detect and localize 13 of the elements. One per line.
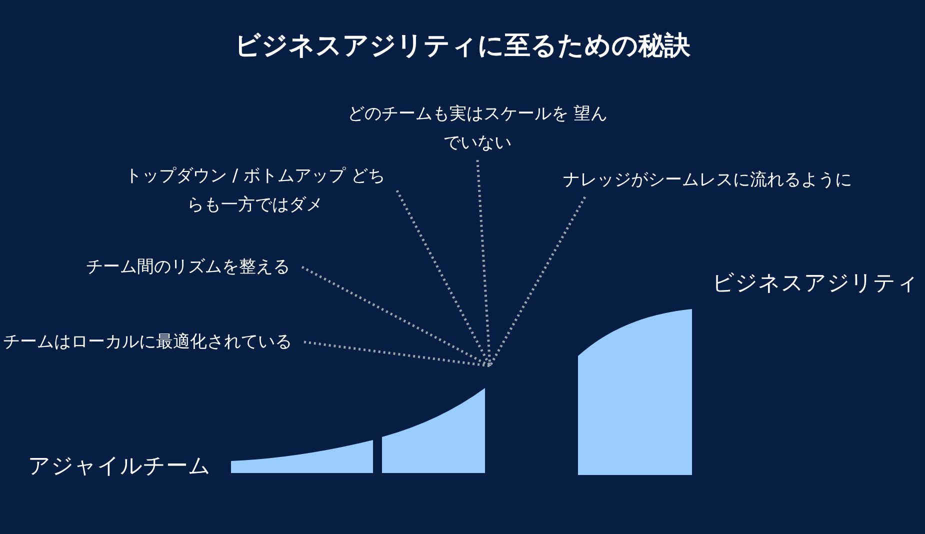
leader-line <box>488 196 586 367</box>
callout-text: チーム間のリズムを整える <box>86 256 291 279</box>
title: ビジネスアジリティに至るための秘訣 <box>234 30 692 63</box>
leader-line <box>476 160 492 366</box>
leader-line <box>301 266 491 368</box>
stage-label: ビジネスアジリティ <box>712 270 919 298</box>
callout-text: トップダウン / ボトムアップ どちらも一方ではダメ <box>125 165 385 217</box>
stage-label: アジャイルチーム <box>28 453 211 481</box>
callout-text: チームはローカルに最適化されている <box>3 331 293 354</box>
leader-line <box>396 190 492 367</box>
leader-line <box>304 340 490 368</box>
callout-text: どのチームも実はスケールを 望んでいない <box>346 103 609 155</box>
callout-text: ナレッジがシームレスに流れるように <box>563 169 853 192</box>
